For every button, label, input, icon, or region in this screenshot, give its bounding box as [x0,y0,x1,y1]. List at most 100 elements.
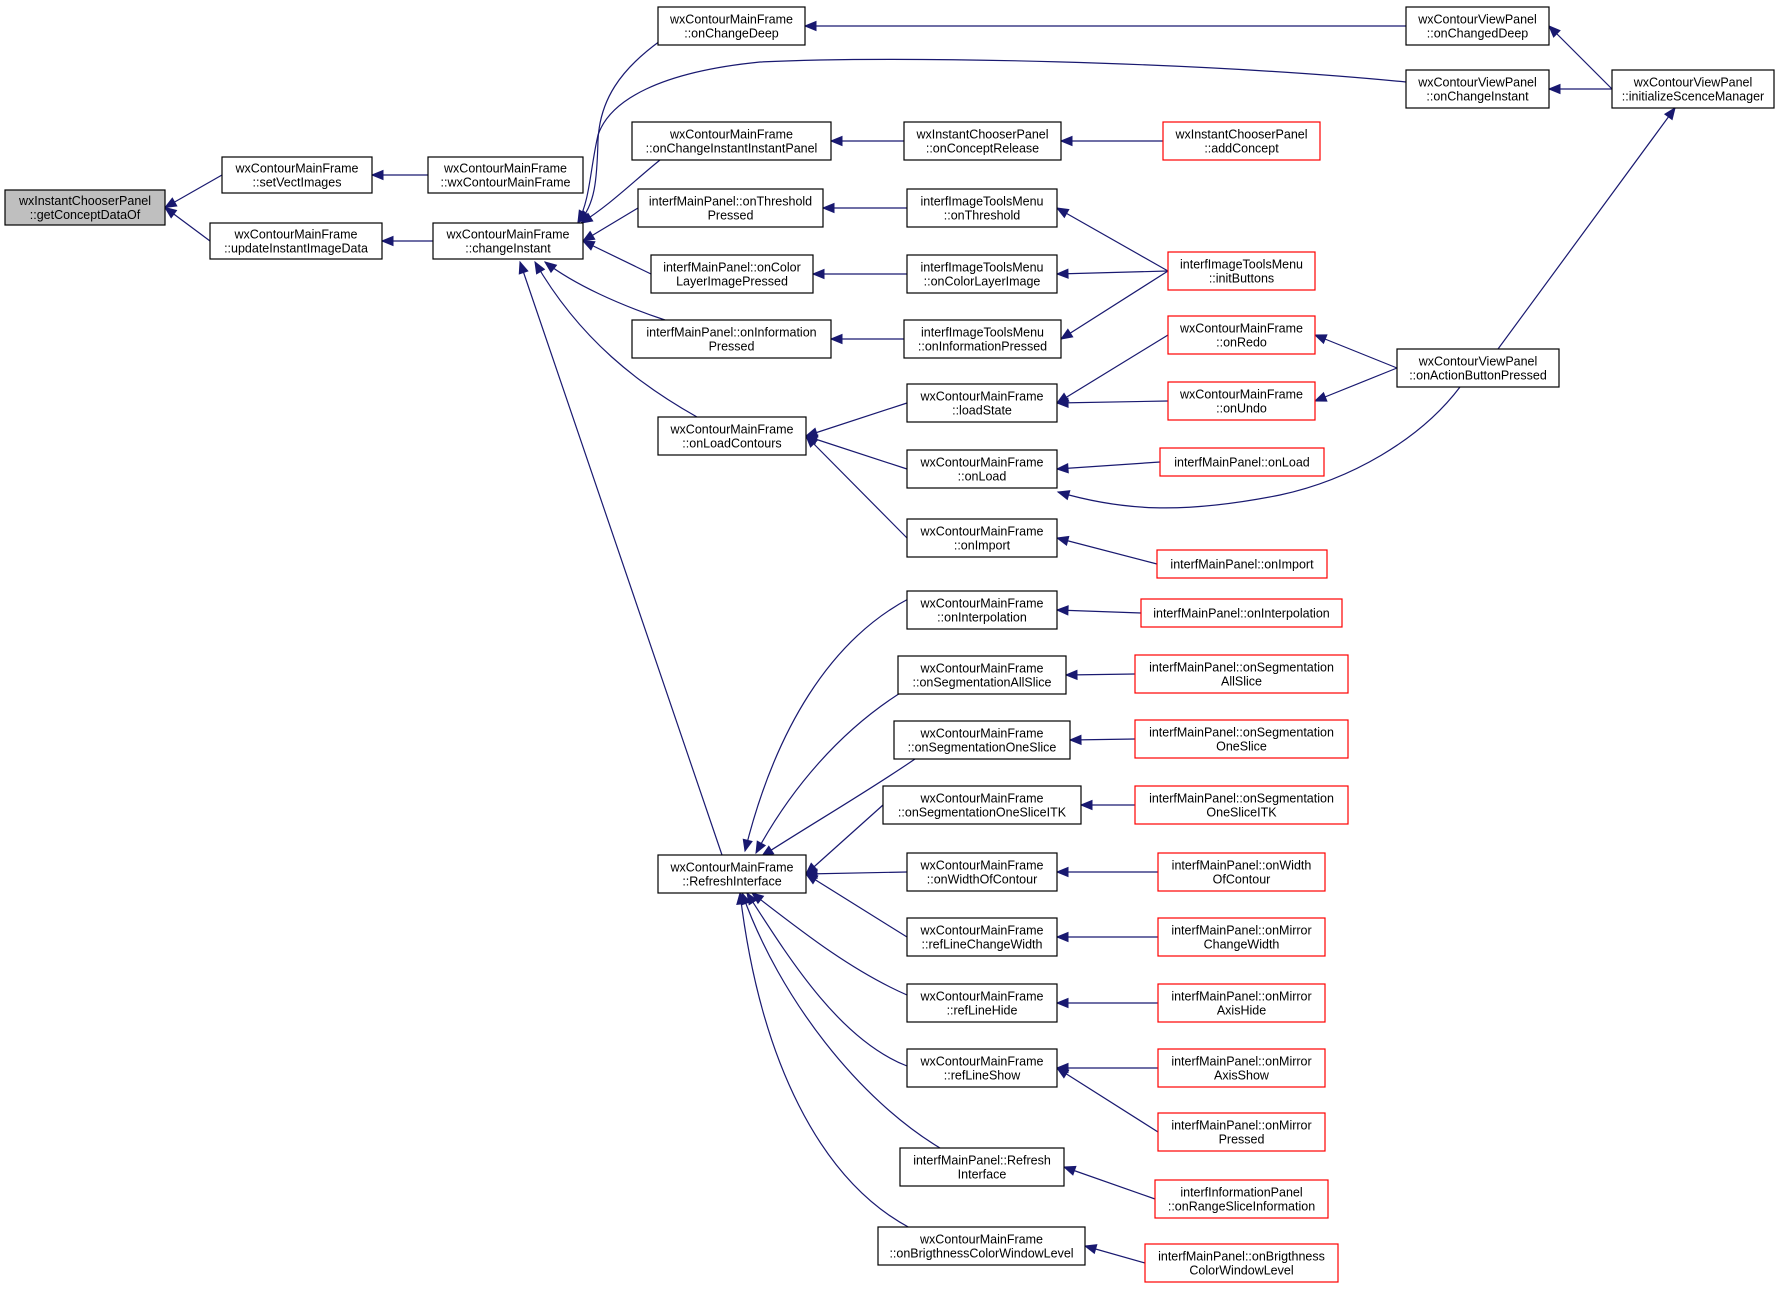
node-label: ::onLoad [958,470,1007,484]
node-box [631,121,832,161]
edge-mpSegOneITK-to-onSegOneITK [1079,799,1135,811]
edge-itmColor-to-mpColor [811,268,907,280]
graph-node-onUndo[interactable]: wxContourMainFrame::onUndo [1167,381,1316,421]
graph-node-onChangeDeep[interactable]: wxContourMainFrame::onChangeDeep [657,6,806,46]
node-label: interfMainPanel::onColor [663,261,801,275]
node-label: wxInstantChooserPanel [18,194,151,208]
graph-node-onRedo[interactable]: wxContourMainFrame::onRedo [1167,315,1316,355]
graph-node-onBright[interactable]: wxContourMainFrame::onBrigthnessColorWin… [877,1226,1086,1266]
graph-node-mpSegOneITK[interactable]: interfMainPanel::onSegmentationOneSliceI… [1134,785,1349,825]
graph-node-vpActionBtn[interactable]: wxContourViewPanel::onActionButtonPresse… [1396,348,1560,388]
graph-node-onInterp[interactable]: wxContourMainFrame::onInterpolation [906,590,1058,630]
graph-node-onImport[interactable]: wxContourMainFrame::onImport [906,518,1058,558]
node-label: ChangeWidth [1204,938,1280,952]
node-box [906,518,1058,558]
node-label: interfMainPanel::onMirror [1171,1055,1311,1069]
node-box [1134,719,1349,759]
graph-node-onChangeIIP[interactable]: wxContourMainFrame::onChangeInstantInsta… [631,121,832,161]
graph-node-mpOnInterp[interactable]: interfMainPanel::onInterpolation [1140,598,1343,628]
edge-icpAddConcept-to-icpConceptRel [1059,135,1163,147]
graph-node-itmInitButtons[interactable]: interfImageToolsMenu::initButtons [1167,251,1316,291]
graph-node-onLoadContours[interactable]: wxContourMainFrame::onLoadContours [657,416,807,456]
graph-node-refLineHide[interactable]: wxContourMainFrame::refLineHide [906,983,1058,1023]
graph-node-mpSegAll[interactable]: interfMainPanel::onSegmentationAllSlice [1134,654,1349,694]
graph-node-onSegOne[interactable]: wxContourMainFrame::onSegmentationOneSli… [893,720,1071,760]
node-label: ::initializeScenceManager [1622,90,1764,104]
edge-mpColor-to-changeInst [581,240,652,275]
graph-node-itmInfo[interactable]: interfImageToolsMenu::onInformationPress… [903,319,1062,359]
graph-node-changeInst[interactable]: wxContourMainFrame::changeInstant [432,222,584,260]
node-box [1134,785,1349,825]
graph-node-mpInfo[interactable]: interfMainPanel::onInformationPressed [631,319,832,359]
node-label: ::onChangeDeep [684,27,779,41]
graph-node-loadState[interactable]: wxContourMainFrame::loadState [906,383,1058,423]
node-box [1162,121,1321,161]
graph-node-ipRangeSlice[interactable]: interfInformationPanel::onRangeSliceInfo… [1154,1179,1329,1219]
graph-node-icpAddConcept[interactable]: wxInstantChooserPanel::addConcept [1162,121,1321,161]
node-label: wxContourMainFrame [920,727,1044,741]
graph-node-itmThreshold[interactable]: interfImageToolsMenu::onThreshold [906,188,1058,228]
graph-node-vpChangeInst[interactable]: wxContourViewPanel::onChangeInstant [1405,69,1550,109]
graph-node-onWidth[interactable]: wxContourMainFrame::onWidthOfContour [906,852,1058,892]
edge-loadState-to-onLoadContours [804,402,908,438]
edge-onLoadContours-to-changeInst [534,260,698,418]
node-box [882,785,1082,825]
node-label: ::onChangeInstantInstantPanel [646,142,818,156]
node-label: LayerImagePressed [676,275,788,289]
node-label: wxContourViewPanel [1417,76,1537,90]
node-label: ::loadState [952,404,1012,418]
edge-changeInst-to-updInst [380,235,433,247]
node-label: Pressed [709,340,755,354]
graph-node-onSegAll[interactable]: wxContourMainFrame::onSegmentationAllSli… [897,655,1067,695]
graph-node-refLineShow[interactable]: wxContourMainFrame::refLineShow [906,1048,1058,1088]
graph-node-onLoad[interactable]: wxContourMainFrame::onLoad [906,449,1058,489]
node-box [1405,6,1550,46]
graph-node-mpOnImport[interactable]: interfMainPanel::onImport [1156,549,1328,579]
node-box [1157,983,1326,1023]
node-label: interfMainPanel::onMirror [1171,990,1311,1004]
node-label: interfMainPanel::onThreshold [649,195,812,209]
node-label: wxContourMainFrame [920,859,1044,873]
node-label: ::onLoadContours [682,437,781,451]
graph-node-mpBright[interactable]: interfMainPanel::onBrigthnessColorWindow… [1144,1243,1339,1283]
node-label: wxContourMainFrame [669,13,793,27]
edge-refLineHide-to-refreshIface [750,892,908,996]
graph-node-icpConceptRel[interactable]: wxInstantChooserPanel::onConceptRelease [903,121,1062,161]
node-label: interfMainPanel::onSegmentation [1149,661,1334,675]
graph-node-mpSegOne[interactable]: interfMainPanel::onSegmentationOneSlice [1134,719,1349,759]
node-box [427,156,584,194]
graph-node-itmColor[interactable]: interfImageToolsMenu::onColorLayerImage [906,254,1058,294]
node-box [903,319,1062,359]
graph-node-root[interactable]: wxInstantChooserPanel::getConceptDataOf [4,189,166,226]
graph-node-mpOnLoad[interactable]: interfMainPanel::onLoad [1159,447,1325,477]
graph-node-vpInitScene[interactable]: wxContourViewPanel::initializeScenceMana… [1611,69,1775,109]
graph-node-refLineCW[interactable]: wxContourMainFrame::refLineChangeWidth [906,917,1058,957]
node-label: wxContourMainFrame [670,423,794,437]
graph-node-mpRefresh[interactable]: interfMainPanel::RefreshInterface [899,1147,1065,1187]
graph-node-wxCMF[interactable]: wxContourMainFrame::wxContourMainFrame [427,156,584,194]
graph-node-refreshIface[interactable]: wxContourMainFrame::RefreshInterface [657,854,807,894]
node-label: AllSlice [1221,675,1262,689]
node-box [221,156,373,194]
node-box [657,416,807,456]
node-label: interfMainPanel::onMirror [1171,924,1311,938]
graph-node-setVect[interactable]: wxContourMainFrame::setVectImages [221,156,373,194]
graph-node-mpWidth[interactable]: interfMainPanel::onWidthOfContour [1157,852,1326,892]
node-label: ::onRedo [1216,336,1267,350]
node-label: interfImageToolsMenu [921,326,1044,340]
node-label: ::onBrigthnessColorWindowLevel [889,1247,1073,1261]
edge-refLineShow-to-refreshIface [746,891,908,1067]
graph-node-onSegOneITK[interactable]: wxContourMainFrame::onSegmentationOneSli… [882,785,1082,825]
graph-node-mpColor[interactable]: interfMainPanel::onColorLayerImagePresse… [650,254,814,294]
graph-node-vpChangedDeep[interactable]: wxContourViewPanel::onChangedDeep [1405,6,1550,46]
graph-node-updInst[interactable]: wxContourMainFrame::updateInstantImageDa… [209,222,383,260]
edge-mpBright-to-onBright [1083,1244,1146,1264]
node-label: wxContourMainFrame [920,990,1044,1004]
edge-mpMirrorPressed-to-refLineShow [1055,1067,1159,1133]
node-label: Interface [958,1168,1007,1182]
